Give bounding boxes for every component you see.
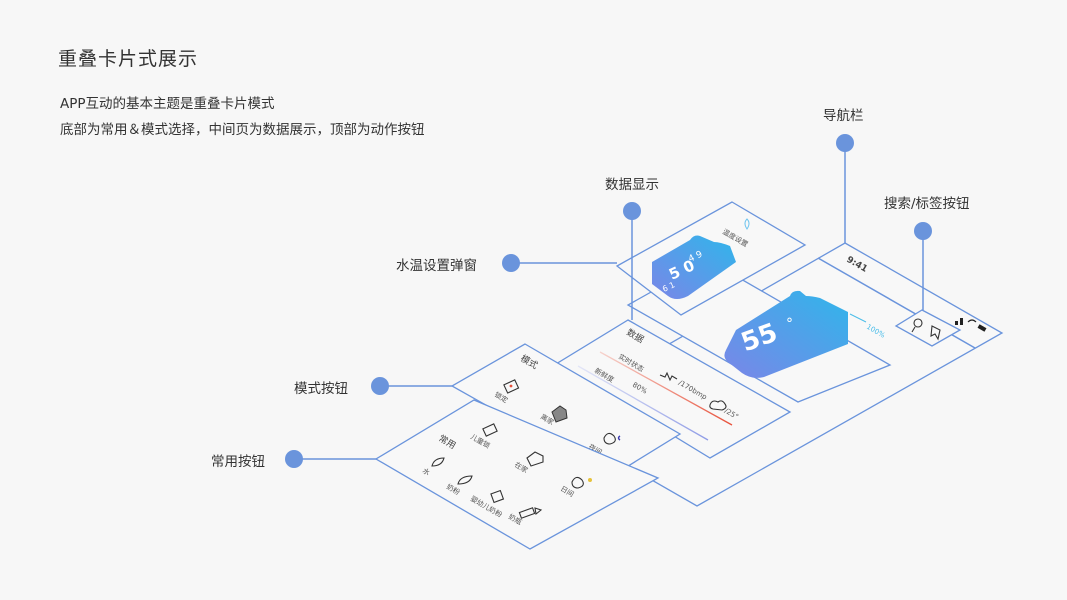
water-temp-dot bbox=[502, 254, 520, 272]
data-display-dot bbox=[623, 202, 641, 220]
callout-search-tag: 搜索/标签按钮 bbox=[884, 196, 970, 212]
callout-water-temp-popup: 水温设置弹窗 bbox=[396, 258, 477, 274]
water-drop-icon bbox=[744, 218, 750, 230]
mode-buttons-dot bbox=[371, 377, 389, 395]
description-line-2: 底部为常用＆模式选择，中间页为数据展示，顶部为动作按钮 bbox=[60, 122, 425, 138]
callout-nav-bar: 导航栏 bbox=[823, 108, 864, 124]
temperature-degree: ° bbox=[786, 316, 793, 332]
water-temp-popup-card: 温度设置 4 9 5 0 6 1 bbox=[615, 201, 807, 316]
svg-text:水: 水 bbox=[421, 466, 432, 477]
cloud-icon bbox=[709, 400, 727, 411]
callout-common-buttons: 常用按钮 bbox=[211, 454, 265, 470]
search-tag-panel bbox=[894, 309, 962, 347]
search-icon[interactable] bbox=[911, 318, 923, 333]
callout-data-display: 数据显示 bbox=[605, 177, 659, 193]
description-line-1: APP互动的基本主题是重叠卡片模式 bbox=[60, 96, 275, 112]
common-item-water[interactable]: 水 bbox=[421, 457, 445, 477]
common-buttons-dot bbox=[285, 450, 303, 468]
callout-leaders bbox=[285, 134, 932, 468]
page-title: 重叠卡片式展示 bbox=[58, 48, 199, 70]
callout-mode-buttons: 模式按钮 bbox=[294, 381, 348, 397]
heartbeat-icon bbox=[659, 371, 678, 382]
common-card: 常用 水 奶粉 儿童锁 在家 婴幼儿奶粉 日间 奶瓶 bbox=[374, 399, 660, 550]
status-icons bbox=[955, 318, 987, 332]
search-tag-dot bbox=[914, 222, 932, 240]
bookmark-icon[interactable] bbox=[930, 325, 941, 341]
data-card: 数据 实时状态 新鲜度 /170bmp 80% /25° bbox=[554, 319, 792, 459]
nav-bar-dot bbox=[836, 134, 854, 152]
